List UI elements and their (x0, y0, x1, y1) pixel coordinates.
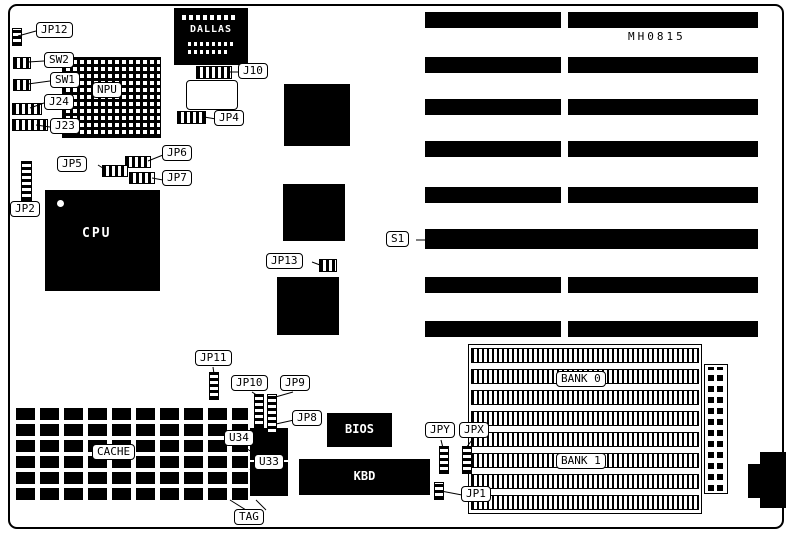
cpu-label: CPU (82, 226, 112, 241)
u34-label: U34 (224, 430, 254, 446)
j23-pins (12, 119, 48, 131)
kbd-chip (299, 459, 430, 495)
oscillator-module (186, 80, 238, 110)
dallas-label: DALLAS (189, 24, 233, 35)
expansion-slot (425, 99, 561, 115)
expansion-slot (568, 99, 758, 115)
power-connector (760, 452, 786, 508)
jp12-pins (12, 28, 22, 46)
jp2-pins (21, 161, 32, 201)
jp13-pins (319, 259, 337, 272)
jp1-pins (434, 482, 444, 500)
j23-label: J23 (50, 118, 80, 134)
jp5-label: JP5 (57, 156, 87, 172)
header-connector (704, 364, 728, 494)
cache-label: CACHE (92, 444, 136, 460)
jp7-pins (129, 172, 155, 184)
jp1-label: JP1 (461, 486, 491, 502)
expansion-slot (425, 57, 561, 73)
sw1-label: SW1 (50, 72, 80, 88)
sw2-label: SW2 (44, 52, 74, 68)
cache-chip-array (16, 408, 248, 500)
expansion-slot (425, 187, 561, 203)
qfp-chip (284, 84, 350, 146)
board-id-text: MH0815 (628, 30, 686, 43)
sw2-pins (13, 57, 31, 69)
expansion-slot (568, 57, 758, 73)
tag-label: TAG (234, 509, 264, 525)
kbd-label: KBD (353, 469, 376, 483)
qfp-chip (277, 277, 339, 335)
expansion-slot (568, 12, 758, 28)
simm-socket (471, 432, 699, 447)
jp13-label: JP13 (266, 253, 303, 269)
jp4-label: JP4 (214, 110, 244, 126)
jp10-pins (254, 394, 264, 428)
expansion-slot (425, 277, 561, 293)
jpx-pins (462, 446, 472, 474)
sw1-pins (13, 79, 31, 91)
chip-marking (188, 50, 228, 54)
jp6-pins (125, 156, 151, 168)
jpy-label: JPY (425, 422, 455, 438)
jp11-pins (209, 372, 219, 400)
jpy-pins (439, 446, 449, 474)
power-connector-tab (748, 464, 762, 498)
expansion-slot (568, 277, 758, 293)
expansion-slot (568, 187, 758, 203)
jp2-label: JP2 (10, 201, 40, 217)
j10-pins (196, 66, 232, 79)
expansion-slot (425, 141, 561, 157)
chip-marking (182, 15, 236, 20)
jp7-label: JP7 (162, 170, 192, 186)
qfp-chip (283, 184, 345, 241)
chip-marking (188, 42, 236, 46)
expansion-slot (568, 141, 758, 157)
jp9-label: JP9 (280, 375, 310, 391)
jp5-pins (102, 165, 128, 177)
cpu-pin1-dot (57, 200, 64, 207)
jp6-label: JP6 (162, 145, 192, 161)
j10-label: J10 (238, 63, 268, 79)
jp10-label: JP10 (231, 375, 268, 391)
expansion-slot (568, 321, 758, 337)
s1-slot (425, 229, 758, 249)
jp8-label: JP8 (292, 410, 322, 426)
expansion-slot (425, 321, 561, 337)
simm-socket (471, 348, 699, 363)
jp11-label: JP11 (195, 350, 232, 366)
expansion-slot (425, 12, 561, 28)
jp12-label: JP12 (36, 22, 73, 38)
bank1-label: BANK 1 (556, 453, 606, 469)
cpu-chip (45, 190, 160, 291)
simm-socket (471, 495, 699, 510)
board-outline (8, 4, 784, 529)
memory-bank-area (468, 344, 702, 514)
s1-label: S1 (386, 231, 410, 247)
jpx-label: JPX (459, 422, 489, 438)
simm-socket (471, 390, 699, 405)
j24-pins (12, 103, 42, 115)
bank0-label: BANK 0 (556, 371, 606, 387)
simm-socket (471, 474, 699, 489)
bios-label: BIOS (345, 422, 374, 436)
simm-socket (471, 411, 699, 426)
u33-label: U33 (254, 454, 284, 470)
j24-label: J24 (44, 94, 74, 110)
jp9-pins (267, 394, 277, 436)
npu-label: NPU (92, 82, 122, 98)
jp4-pins (177, 111, 206, 124)
bios-chip (327, 413, 392, 447)
